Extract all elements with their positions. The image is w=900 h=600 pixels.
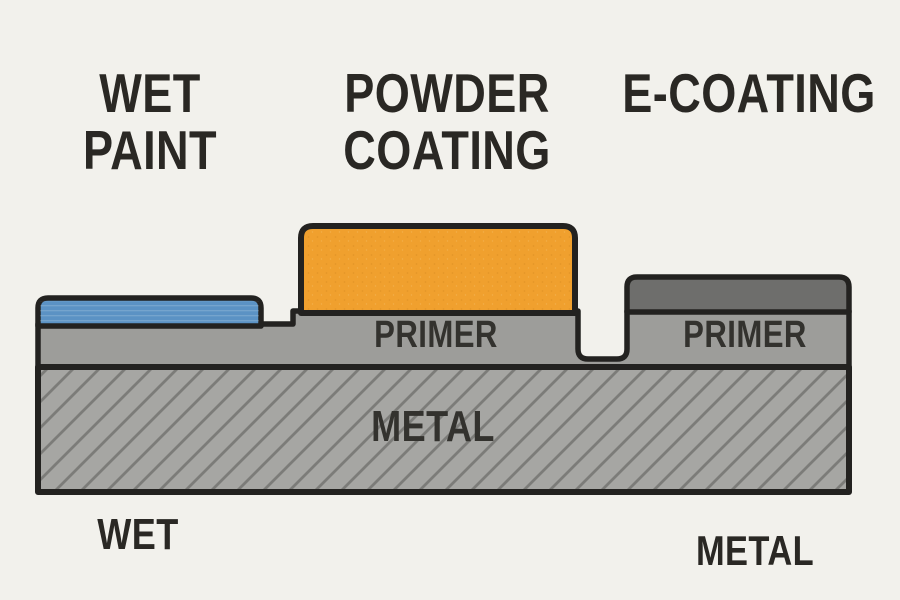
caption-metal: METAL	[695, 527, 815, 574]
metal-label: METAL	[371, 402, 495, 451]
heading-line: WET	[99, 62, 201, 124]
wet-paint-texture	[40, 301, 259, 323]
caption-wet: WET	[97, 510, 179, 559]
e-coating-layer	[624, 274, 852, 315]
heading-line: E-COATING	[622, 62, 876, 124]
heading-line: PAINT	[82, 119, 217, 181]
primer-label-powder: PRIMER	[374, 314, 498, 356]
heading-wet-paint: WET PAINT	[19, 65, 281, 179]
powder-coating-texture	[304, 229, 572, 310]
metal-layer-border	[35, 364, 852, 495]
metal-layer-hatch	[38, 367, 849, 492]
primer-label-ecoat: PRIMER	[683, 314, 807, 356]
heading-line: COATING	[343, 119, 551, 181]
heading-line: POWDER	[344, 62, 550, 124]
heading-e-coating: E-COATING	[618, 65, 880, 122]
heading-powder-coating: POWDER COATING	[316, 65, 578, 179]
